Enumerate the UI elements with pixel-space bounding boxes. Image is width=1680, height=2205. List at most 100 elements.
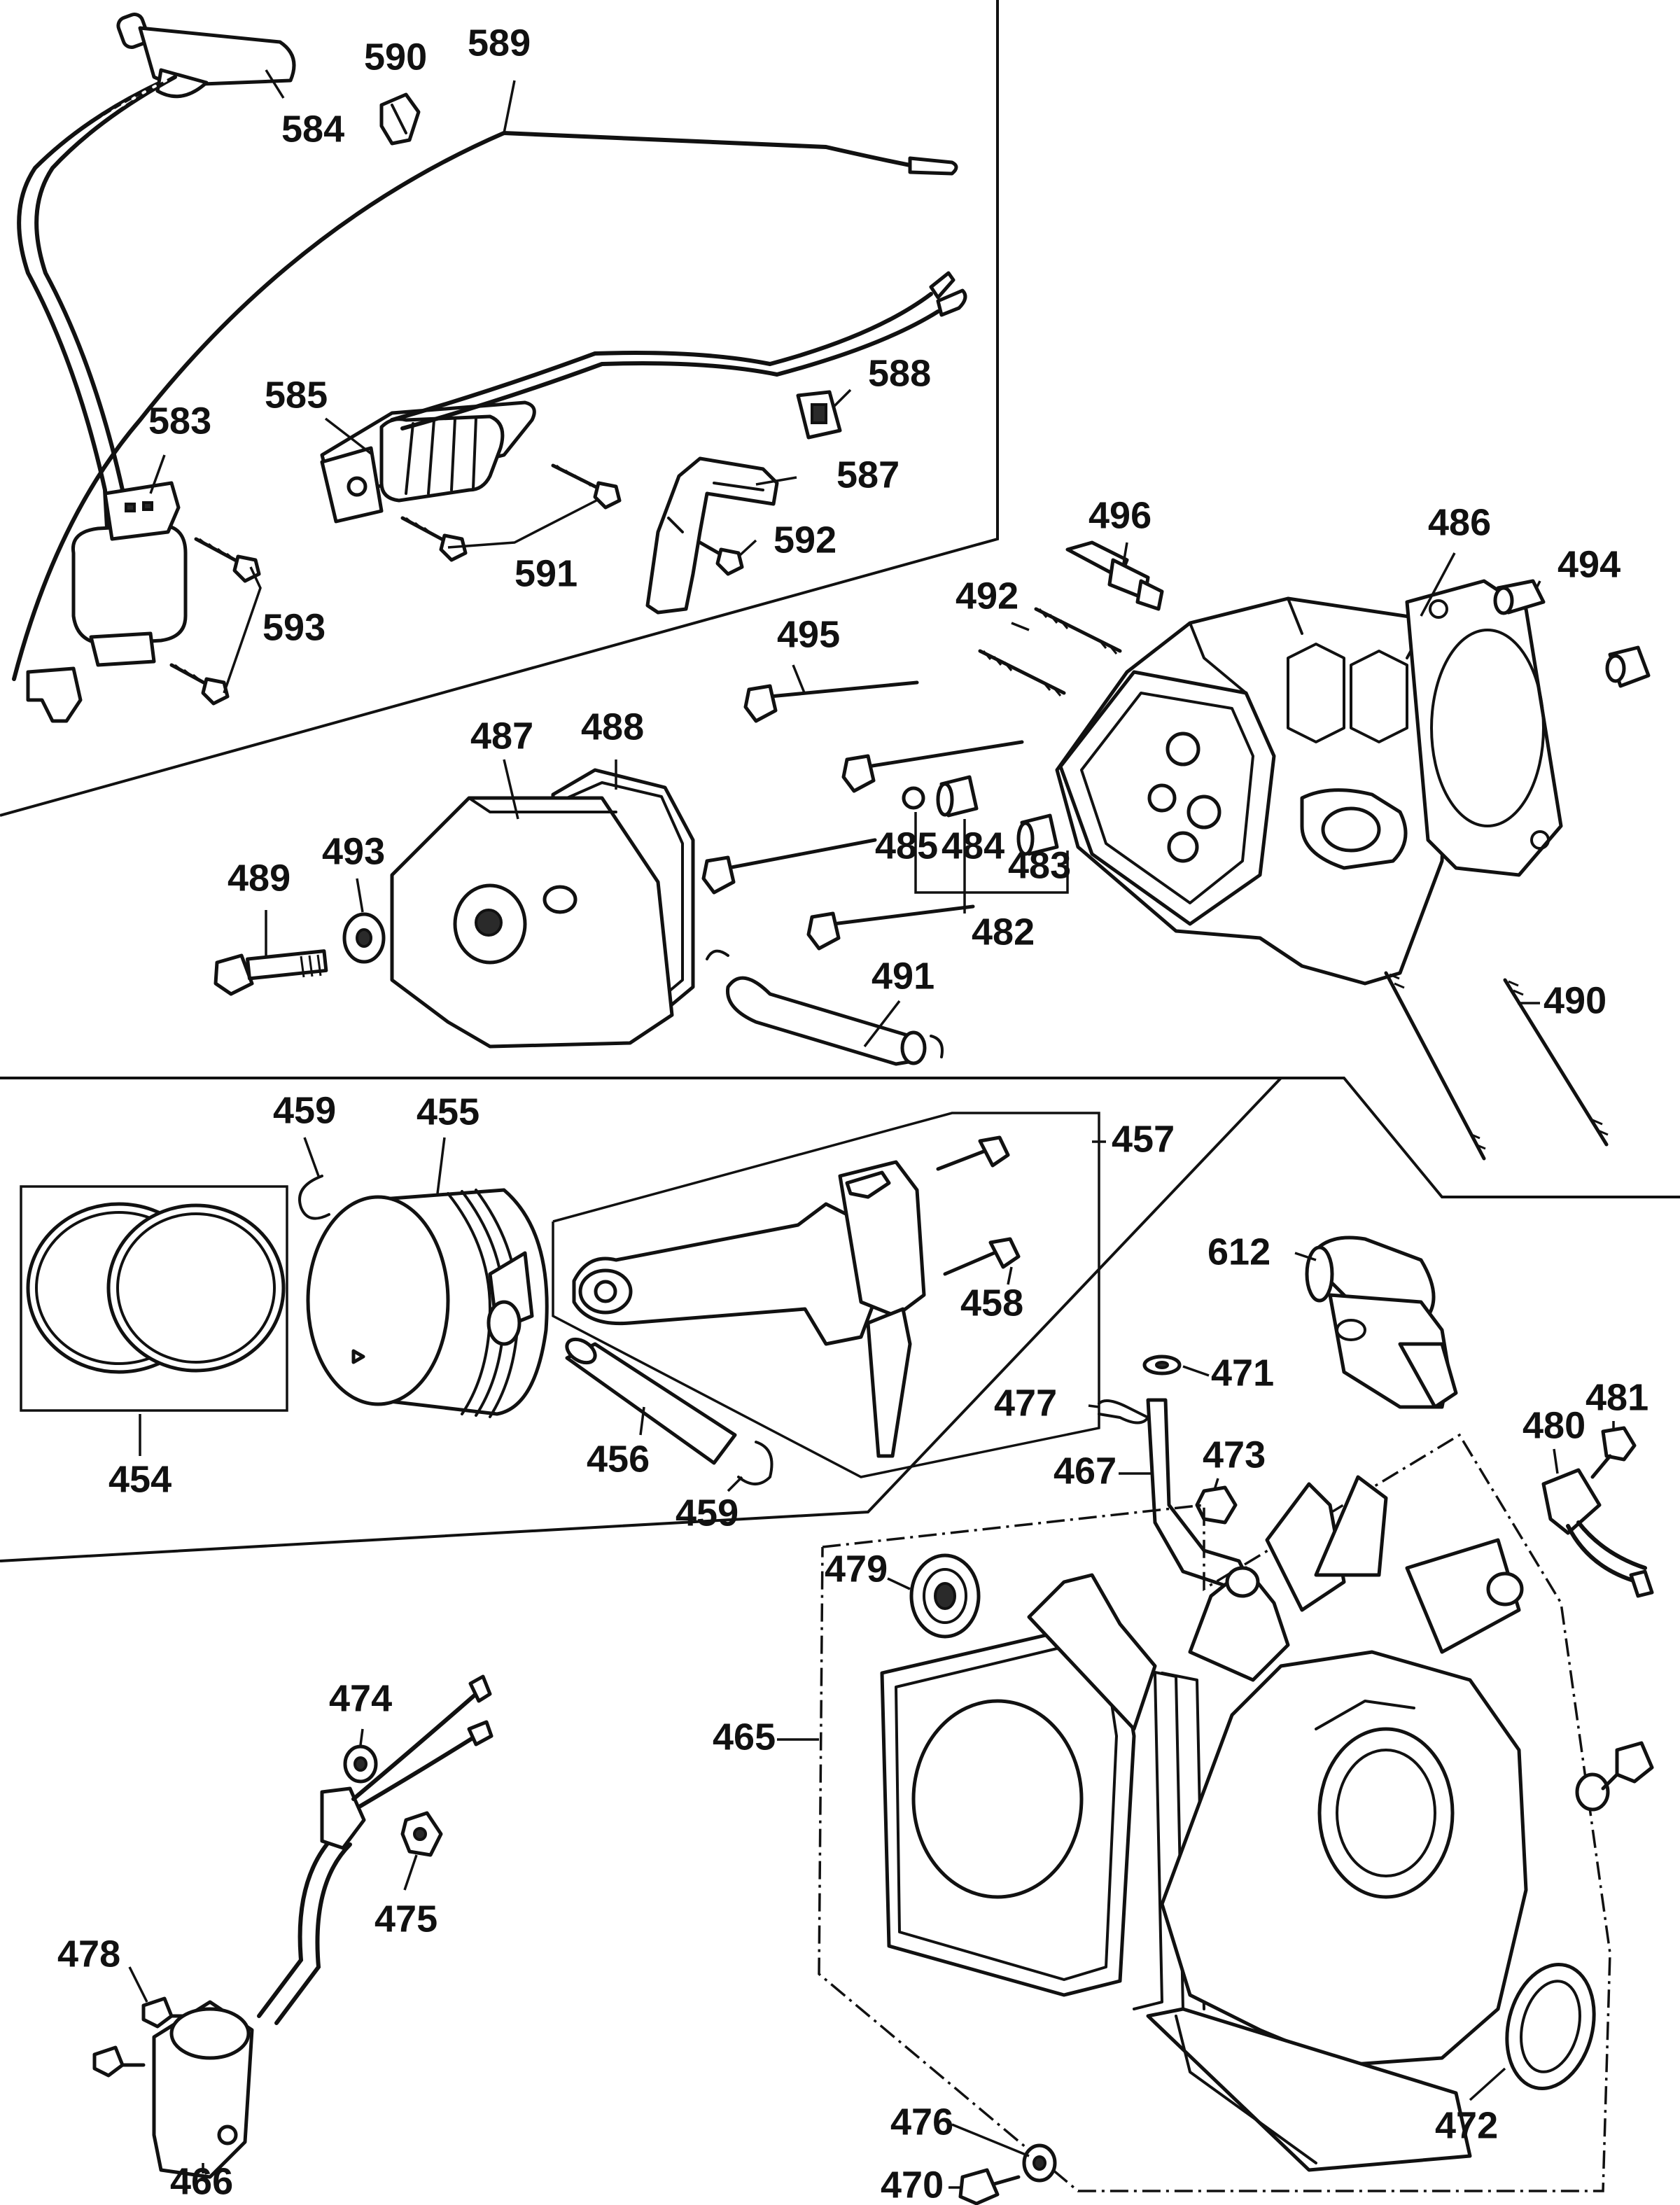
callout-588: 588 xyxy=(868,352,931,394)
breather-tube xyxy=(706,949,944,1066)
piston-ring-set xyxy=(20,1185,288,1412)
valve-cover xyxy=(390,796,674,1049)
cover-washer xyxy=(342,912,386,964)
spark-plug xyxy=(1065,540,1164,611)
callout-494: 494 xyxy=(1558,543,1620,585)
piston-pin-clip-bottom xyxy=(737,1441,774,1485)
callout-493: 493 xyxy=(322,830,385,872)
callout-584: 584 xyxy=(281,108,344,150)
callout-476: 476 xyxy=(890,2101,953,2143)
callout-585: 585 xyxy=(265,374,328,416)
callout-467: 467 xyxy=(1054,1450,1116,1492)
callout-489: 489 xyxy=(227,857,290,899)
sensor-washer xyxy=(343,1744,378,1784)
callout-457: 457 xyxy=(1112,1118,1175,1160)
governor-nut xyxy=(1195,1485,1238,1525)
head-studs xyxy=(978,607,1122,696)
drain-bolt xyxy=(958,2168,1021,2205)
high-tension-lead xyxy=(17,75,177,555)
callout-612: 612 xyxy=(1208,1231,1270,1273)
callout-487: 487 xyxy=(470,715,533,757)
callout-473: 473 xyxy=(1203,1434,1266,1476)
piston-pin xyxy=(565,1337,737,1465)
coil-screws xyxy=(169,537,261,706)
starter-motor xyxy=(1305,1236,1458,1409)
callout-481: 481 xyxy=(1586,1376,1648,1418)
crankcase-side-bolt xyxy=(1575,1741,1654,1812)
callout-589: 589 xyxy=(468,22,531,64)
callout-491: 491 xyxy=(872,955,934,997)
callout-486: 486 xyxy=(1428,501,1491,543)
callout-471: 471 xyxy=(1211,1352,1274,1394)
callout-593: 593 xyxy=(262,606,326,648)
crankcase-assembly xyxy=(818,1433,1611,2192)
callout-455: 455 xyxy=(416,1091,479,1133)
piston xyxy=(306,1188,549,1418)
callout-474: 474 xyxy=(329,1677,392,1719)
ignition-coil xyxy=(71,481,188,667)
callout-583: 583 xyxy=(148,400,211,442)
section-separators xyxy=(0,0,1680,1562)
piston-pin-clip-top xyxy=(298,1175,330,1220)
governor-shaft xyxy=(1146,1398,1248,1588)
callout-459-bottom: 459 xyxy=(676,1492,738,1534)
grommet xyxy=(796,390,842,440)
callout-478: 478 xyxy=(57,1933,120,1975)
sensor-nut xyxy=(400,1811,443,1857)
callout-479: 479 xyxy=(825,1548,888,1590)
long-studs xyxy=(1384,971,1609,1161)
callout-490: 490 xyxy=(1544,979,1606,1021)
lead-clip xyxy=(379,92,421,146)
oil-sensor xyxy=(1541,1468,1654,1598)
governor-clip xyxy=(1098,1399,1149,1424)
head-bolts xyxy=(701,680,1024,951)
callout-482: 482 xyxy=(972,911,1035,953)
callout-475: 475 xyxy=(374,1898,438,1940)
callout-labels: 590 589 584 585 588 583 587 592 591 593 … xyxy=(57,22,1648,2205)
callout-456: 456 xyxy=(587,1438,650,1480)
callout-488: 488 xyxy=(581,706,644,748)
callout-485: 485 xyxy=(875,825,938,867)
oil-sensor-screw xyxy=(1590,1426,1637,1479)
callout-454: 454 xyxy=(108,1458,172,1500)
callout-483: 483 xyxy=(1008,844,1071,886)
wire-bracket xyxy=(645,456,779,615)
callout-458: 458 xyxy=(960,1282,1023,1324)
head-gasket xyxy=(1405,579,1563,877)
callout-477: 477 xyxy=(994,1382,1057,1424)
callout-465: 465 xyxy=(713,1716,776,1758)
governor-washer xyxy=(1142,1354,1182,1376)
callout-590: 590 xyxy=(364,36,427,78)
callout-591: 591 xyxy=(514,552,578,594)
oil-level-sensor xyxy=(152,2000,254,2179)
charge-coil xyxy=(320,400,536,524)
cover-bolt xyxy=(214,949,328,996)
callout-472: 472 xyxy=(1435,2104,1498,2146)
cylinder-head xyxy=(1055,596,1451,986)
drain-washer xyxy=(1022,2143,1057,2183)
stop-wire xyxy=(12,130,958,723)
callout-459-top: 459 xyxy=(273,1089,336,1131)
callout-495: 495 xyxy=(777,613,840,655)
callout-587: 587 xyxy=(836,454,899,496)
valve-small-parts xyxy=(902,775,1059,856)
main-bearing xyxy=(909,1553,981,1639)
connecting-rod-assembly xyxy=(552,1112,1100,1478)
spark-plug-cap xyxy=(116,13,296,99)
callout-466: 466 xyxy=(170,2160,233,2202)
sensor-harness xyxy=(257,1674,493,2025)
leader-lines xyxy=(128,69,1615,2189)
sensor-bolts xyxy=(92,1996,195,2078)
callout-484: 484 xyxy=(941,825,1004,867)
callout-470: 470 xyxy=(881,2164,944,2205)
dowel-pins xyxy=(1493,579,1651,688)
con-rod-bolts xyxy=(936,1135,1021,1276)
callout-492: 492 xyxy=(955,575,1018,617)
callout-592: 592 xyxy=(774,519,836,561)
callout-496: 496 xyxy=(1088,494,1152,536)
charge-coil-screws xyxy=(400,463,622,562)
charge-coil-wires xyxy=(390,271,967,430)
bracket-screw xyxy=(698,540,744,576)
oil-seal xyxy=(1505,1962,1596,2091)
